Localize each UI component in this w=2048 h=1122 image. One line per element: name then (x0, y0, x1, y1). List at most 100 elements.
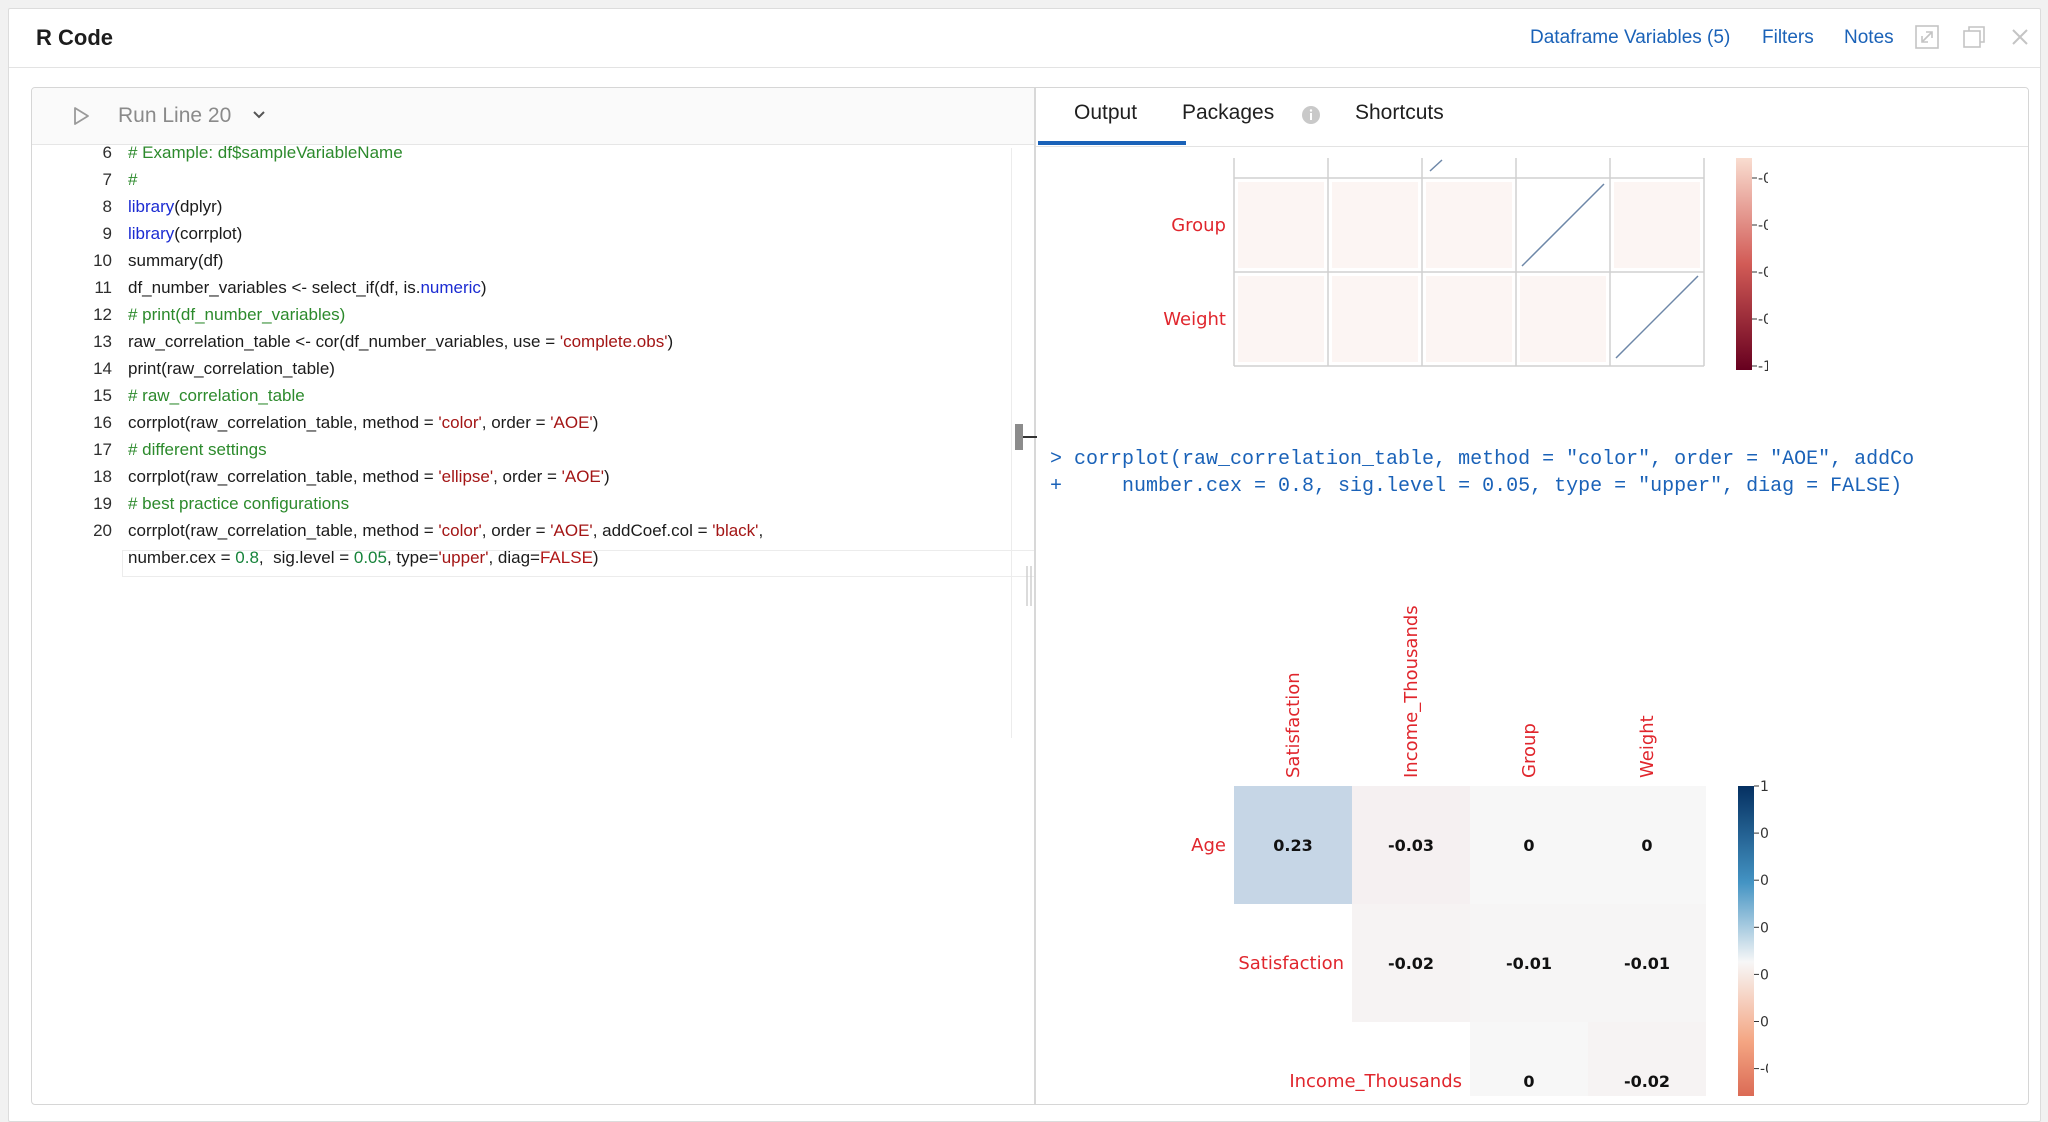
code-line[interactable]: 12# print(df_number_variables) (32, 301, 1032, 328)
ellipse-cell (1426, 182, 1512, 268)
code-token: ) (592, 413, 599, 432)
code-token: , diag= (488, 548, 540, 567)
line-number: 18 (93, 467, 112, 486)
info-icon[interactable] (1301, 105, 1321, 125)
console-continuation-line: + number.cex = 0.8, sig.level = 0.05, ty… (1050, 475, 1903, 498)
line-number: 14 (93, 359, 112, 378)
code-line[interactable]: 13 raw_correlation_table <- cor(df_number… (32, 328, 1032, 355)
code-text: library(dplyr) (128, 193, 222, 220)
code-token: (dplyr) (174, 197, 223, 216)
colorbar-tick-label: -0.2 (1758, 171, 1768, 187)
splitter-handle-icon[interactable] (1012, 422, 1038, 452)
code-line[interactable]: 15# raw_correlation_table (32, 382, 1032, 409)
column-label: Satisfaction (1283, 672, 1304, 778)
pane-splitter[interactable] (1034, 88, 1036, 1104)
code-token: 'AOE' (550, 413, 593, 432)
colorbar-tick-label: 0.4 (1760, 920, 1768, 936)
chevron-down-icon[interactable] (250, 106, 268, 124)
code-token: (corrplot) (174, 224, 243, 243)
code-token: # best practice configurations (128, 494, 350, 513)
code-token: df_number_variables <- select_if(df, is. (128, 278, 421, 297)
colorbar-tick-label: -0.6 (1758, 265, 1768, 281)
line-number: 19 (93, 494, 112, 513)
tab-packages[interactable]: Packages (1182, 101, 1275, 124)
line-number: 8 (102, 197, 112, 216)
code-line[interactable]: 19 # best practice configurations (32, 490, 1032, 517)
ellipse-cell (1426, 276, 1512, 362)
code-text: # raw_correlation_table (128, 382, 305, 409)
code-text: print(raw_correlation_table) (128, 355, 335, 382)
close-icon[interactable] (2007, 24, 2033, 50)
code-token: raw_correlation_table <- cor(df_number_v… (128, 332, 560, 351)
line-number: 6 (102, 143, 112, 162)
row-label: Age (1191, 835, 1226, 856)
code-line[interactable]: 6# Example: df$sampleVariableName (32, 139, 1032, 166)
active-tab-indicator (1038, 141, 1186, 145)
filters-link[interactable]: Filters (1762, 27, 1814, 48)
colorbar-tick-label: -0.8 (1758, 312, 1768, 328)
code-token: ) (592, 548, 599, 567)
code-token: library (128, 197, 175, 216)
code-token: , sig.level = (258, 548, 354, 567)
code-line[interactable]: number.cex = 0.8, sig.level = 0.05, type… (32, 544, 1032, 571)
code-panel: Run Line 20 6# Example: df$sampleVariabl… (31, 87, 2029, 1105)
cell-value: -0.01 (1624, 954, 1670, 973)
ellipse-cell (1238, 182, 1324, 268)
play-icon[interactable] (70, 105, 92, 127)
expand-icon[interactable] (1914, 24, 1940, 50)
output-pane: Output Packages Shortcuts Group Weight -0.… (1036, 88, 2028, 1104)
column-label: Group (1519, 723, 1540, 778)
dataframe-variables-link[interactable]: Dataframe Variables (5) (1530, 27, 1731, 48)
code-token: ) (667, 332, 674, 351)
colorbar-tick-label: -1 (1758, 359, 1768, 375)
code-line[interactable]: 7# (32, 166, 1032, 193)
ellipse-cell (1238, 276, 1324, 362)
column-label: Weight (1637, 715, 1658, 778)
line-number: 16 (93, 413, 112, 432)
colorbar-tick-label: 0 (1760, 1015, 1768, 1031)
output-tabs: Output Packages Shortcuts (1036, 88, 2028, 147)
code-line[interactable]: 14 print(raw_correlation_table) (32, 355, 1032, 382)
code-text: # best practice configurations (128, 490, 349, 517)
code-token: 0.05 (353, 548, 387, 567)
code-text: corrplot(raw_correlation_table, method =… (128, 517, 763, 544)
cell-value: 0.23 (1273, 836, 1312, 855)
code-text: # (128, 166, 137, 193)
editor-toolbar: Run Line 20 (32, 88, 1034, 145)
code-token: FALSE (539, 548, 593, 567)
row-label: Income_Thousands (1289, 1071, 1462, 1092)
code-token: 'ellipse' (438, 467, 494, 486)
popout-icon[interactable] (1961, 24, 1987, 50)
ellipse-cell (1332, 182, 1418, 268)
editor-margin-line (1011, 148, 1012, 738)
run-line-button[interactable]: Run Line 20 (118, 104, 232, 127)
code-line[interactable]: 8 library(dplyr) (32, 193, 1032, 220)
heatmap-cell (1588, 786, 1706, 904)
code-token: corrplot(raw_correlation_table, method = (128, 521, 439, 540)
window-title: R Code (36, 25, 113, 50)
cell-value: 0 (1641, 836, 1652, 855)
tab-shortcuts[interactable]: Shortcuts (1355, 101, 1444, 124)
notes-link[interactable]: Notes (1844, 27, 1894, 48)
code-token: # (128, 170, 138, 189)
code-text: df_number_variables <- select_if(df, is.… (128, 274, 487, 301)
tab-output[interactable]: Output (1074, 101, 1138, 124)
code-token: ) (480, 278, 487, 297)
line-number: 7 (102, 170, 112, 189)
cell-value: -0.02 (1388, 954, 1434, 973)
line-number: 17 (93, 440, 112, 459)
code-token: # raw_correlation_table (128, 386, 305, 405)
code-line[interactable]: 17# different settings (32, 436, 1032, 463)
line-number: 13 (93, 332, 112, 351)
row-label: Satisfaction (1238, 953, 1344, 974)
console-command-line: > corrplot(raw_correlation_table, method… (1050, 448, 1915, 471)
column-label: Income_Thousands (1401, 605, 1422, 778)
grip-icon[interactable] (1025, 566, 1033, 606)
